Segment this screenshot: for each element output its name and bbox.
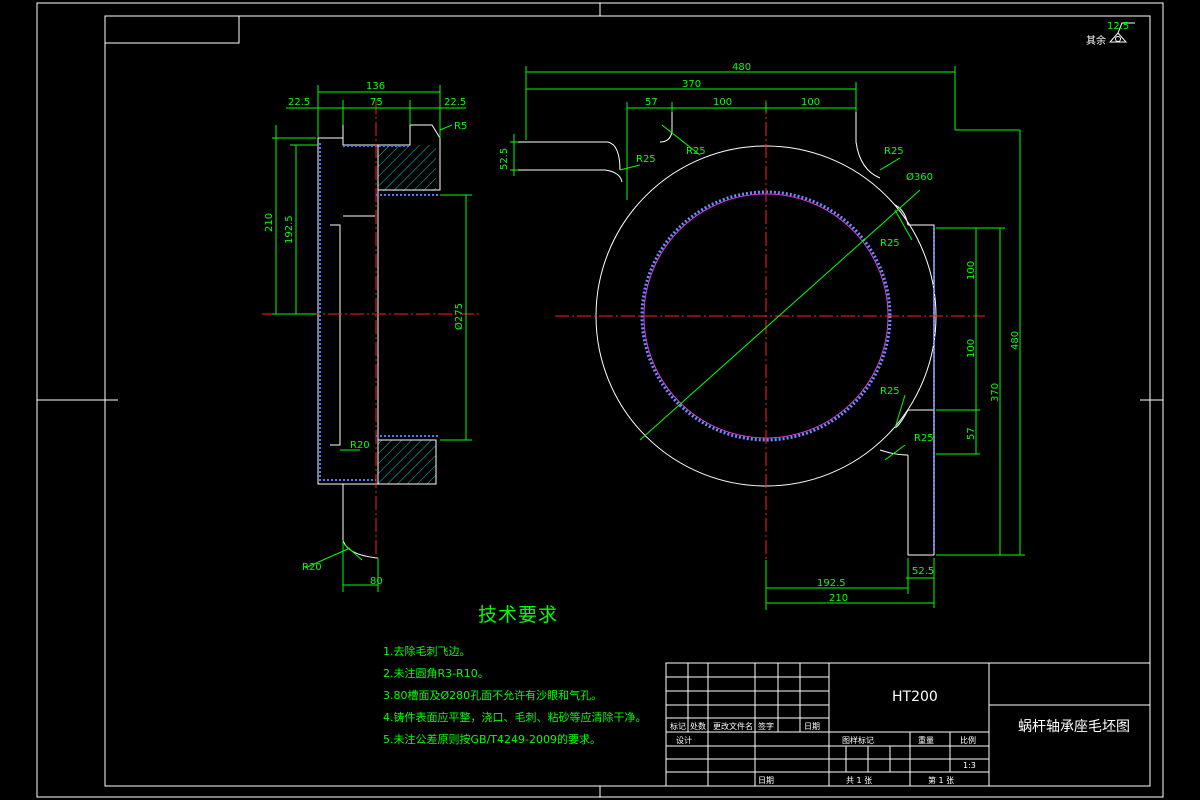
dim-radius-top: R5 <box>454 121 467 132</box>
notes-title: 技术要求 <box>478 604 559 626</box>
dim-bottom-width: 80 <box>370 576 383 587</box>
date-label: 日期 <box>758 776 774 785</box>
roughness-symbol <box>1108 22 1135 43</box>
roughness-value: 12.5 <box>1107 21 1129 32</box>
dim-right-480: 480 <box>1010 331 1021 350</box>
dim-total-width: 136 <box>366 81 385 92</box>
dim-right-100a: 100 <box>966 261 977 280</box>
technical-notes: 技术要求 1.去除毛刺飞边。 2.未注圆角R3-R10。 3.80槽面及Ø280… <box>383 600 683 751</box>
title-block-grid <box>665 662 1151 787</box>
dim-bottom-52: 52.5 <box>912 566 934 577</box>
rev-header-date: 日期 <box>804 722 820 731</box>
front-view-dimlines <box>510 66 1025 610</box>
dim-radius-inner: R20 <box>350 440 370 451</box>
dim-bottom-192: 192.5 <box>817 578 846 589</box>
radius-r25-b: R25 <box>686 146 706 157</box>
sheet-border <box>36 2 1164 798</box>
sheet-number: 第 1 张 <box>928 776 955 785</box>
front-view-outline <box>518 112 937 556</box>
radius-r25-d: R25 <box>880 238 900 249</box>
scale-value: 1:3 <box>963 761 976 770</box>
dim-overall-width: 480 <box>732 62 751 73</box>
rev-header-mark: 标记 <box>670 722 686 731</box>
radius-r25-c: R25 <box>884 146 904 157</box>
scale-label: 比例 <box>960 736 976 745</box>
dim-100b: 100 <box>801 97 820 108</box>
note-item: 2.未注圆角R3-R10。 <box>383 667 489 680</box>
dim-right-100b: 100 <box>966 339 977 358</box>
dim-middle: 75 <box>370 97 383 108</box>
dim-height-192: 192.5 <box>284 215 295 244</box>
side-view-centerlines <box>262 100 482 560</box>
rev-header-count: 处数 <box>690 722 706 731</box>
notes-list: 1.去除毛刺飞边。 2.未注圆角R3-R10。 3.80槽面及Ø280孔面不允许… <box>383 641 683 751</box>
side-view-dimlines <box>272 85 472 592</box>
radius-r25-f: R25 <box>914 433 934 444</box>
drawing-name: 蜗杆轴承座毛坯图 <box>1018 719 1130 735</box>
design-label: 设计 <box>676 736 692 745</box>
dim-diameter: Ø360 <box>906 171 933 183</box>
dim-height-210: 210 <box>264 213 275 232</box>
front-view-centerlines <box>555 100 985 560</box>
stage-label: 图样标记 <box>842 736 874 745</box>
sheets-total: 共 1 张 <box>846 776 873 785</box>
note-item: 4.铸件表面应平整，浇口、毛刺、粘砂等应清除干净。 <box>383 711 647 724</box>
dim-left-offset: 22.5 <box>288 97 310 108</box>
note-item: 3.80槽面及Ø280孔面不允许有沙眼和气孔。 <box>383 689 603 702</box>
dim-right-57: 57 <box>966 427 977 440</box>
dim-100a: 100 <box>713 97 732 108</box>
dim-right-offset: 22.5 <box>444 97 466 108</box>
dim-flange-52: 52.5 <box>499 148 510 170</box>
note-item: 5.未注公差原则按GB/T4249-2009的要求。 <box>383 733 601 746</box>
dim-57: 57 <box>645 97 658 108</box>
dim-bottom-210: 210 <box>829 593 848 604</box>
dim-width-370: 370 <box>682 79 701 90</box>
side-view-outline <box>317 124 441 559</box>
dim-right-370: 370 <box>990 383 1001 402</box>
radius-r25-a: R25 <box>636 154 656 165</box>
roughness-label: 其余 <box>1086 34 1106 47</box>
rev-header-sign: 签字 <box>758 722 774 731</box>
rev-header-file: 更改文件名 <box>713 722 753 731</box>
side-view-hatch <box>378 145 436 484</box>
side-view-dash <box>319 143 440 481</box>
material-label: HT200 <box>892 689 938 705</box>
dim-radius-bottom: R20 <box>302 562 322 573</box>
weight-label: 重量 <box>918 736 934 745</box>
radius-r25-e: R25 <box>880 386 900 397</box>
dim-bore: Ø275 <box>453 303 465 330</box>
note-item: 1.去除毛刺飞边。 <box>383 645 471 658</box>
